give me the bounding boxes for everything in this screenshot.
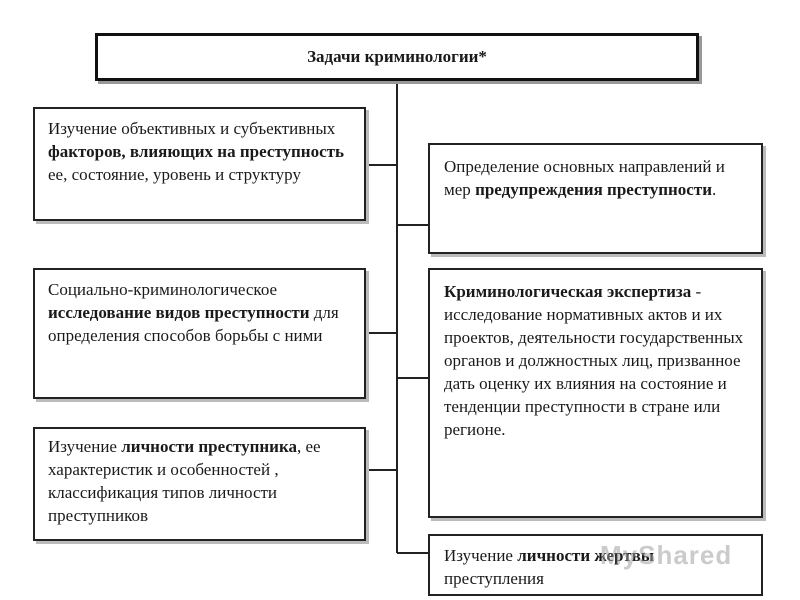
task-right-3: Изучение личности жертвы преступления: [428, 534, 763, 596]
task-right-2: Криминологическая экспертиза - исследова…: [428, 268, 763, 518]
task-right-3-text: Изучение личности жертвы преступления: [444, 546, 655, 588]
diagram-title: Задачи криминологии*: [95, 33, 699, 81]
watermark-logo: MyShared: [600, 540, 733, 570]
task-right-2-text: Криминологическая экспертиза - исследова…: [444, 282, 744, 439]
task-left-3: Изучение личности преступника, ее характ…: [33, 427, 366, 541]
task-left-1: Изучение объективных и субъективных факт…: [33, 107, 366, 221]
task-right-1-text: Определение основных направлений и мер п…: [444, 157, 725, 199]
task-left-3-text: Изучение личности преступника, ее характ…: [48, 437, 321, 525]
task-left-2: Социально-криминологическое исследование…: [33, 268, 366, 399]
task-left-2-text: Социально-криминологическое исследование…: [48, 280, 339, 345]
task-left-1-text: Изучение объективных и субъективных факт…: [48, 119, 344, 184]
task-right-1: Определение основных направлений и мер п…: [428, 143, 763, 254]
